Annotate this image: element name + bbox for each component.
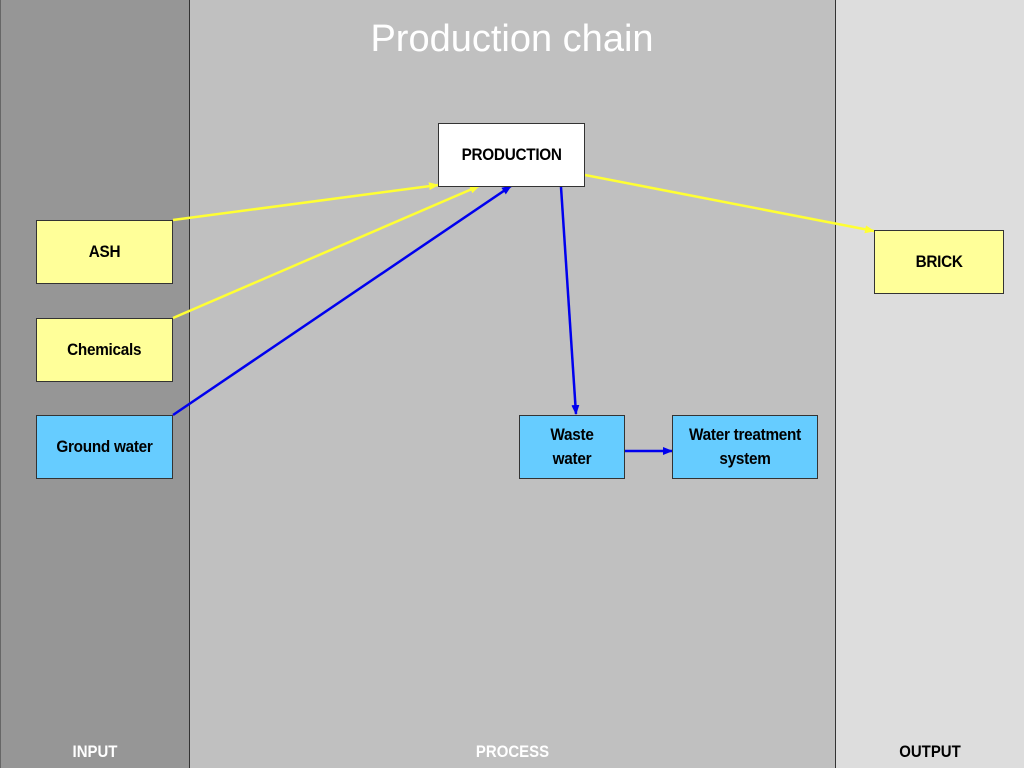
ash-box: ASH [36, 220, 173, 284]
brick-box: BRICK [874, 230, 1004, 294]
production-label: PRODUCTION [461, 145, 562, 164]
chemicals-label: Chemicals [67, 340, 142, 359]
diagram-title: Production chain [370, 18, 654, 60]
output-column: OUTPUT [835, 0, 1024, 768]
process-column: PROCESS [190, 0, 835, 768]
production-box: PRODUCTION [438, 123, 585, 187]
waste-water-box: Waste water [519, 415, 625, 479]
brick-label: BRICK [915, 252, 963, 271]
ground-water-box: Ground water [36, 415, 173, 479]
input-column: INPUT [0, 0, 190, 768]
chemicals-box: Chemicals [36, 318, 173, 382]
water-treatment-label: Water treatment system [689, 425, 801, 468]
ground-water-label: Ground water [56, 437, 153, 456]
waste-water-label: Waste water [550, 425, 594, 468]
input-column-label: INPUT [72, 742, 118, 761]
water-treatment-box: Water treatment system [672, 415, 818, 479]
ash-label: ASH [88, 242, 121, 261]
output-column-label: OUTPUT [899, 742, 961, 761]
process-column-label: PROCESS [475, 742, 550, 761]
